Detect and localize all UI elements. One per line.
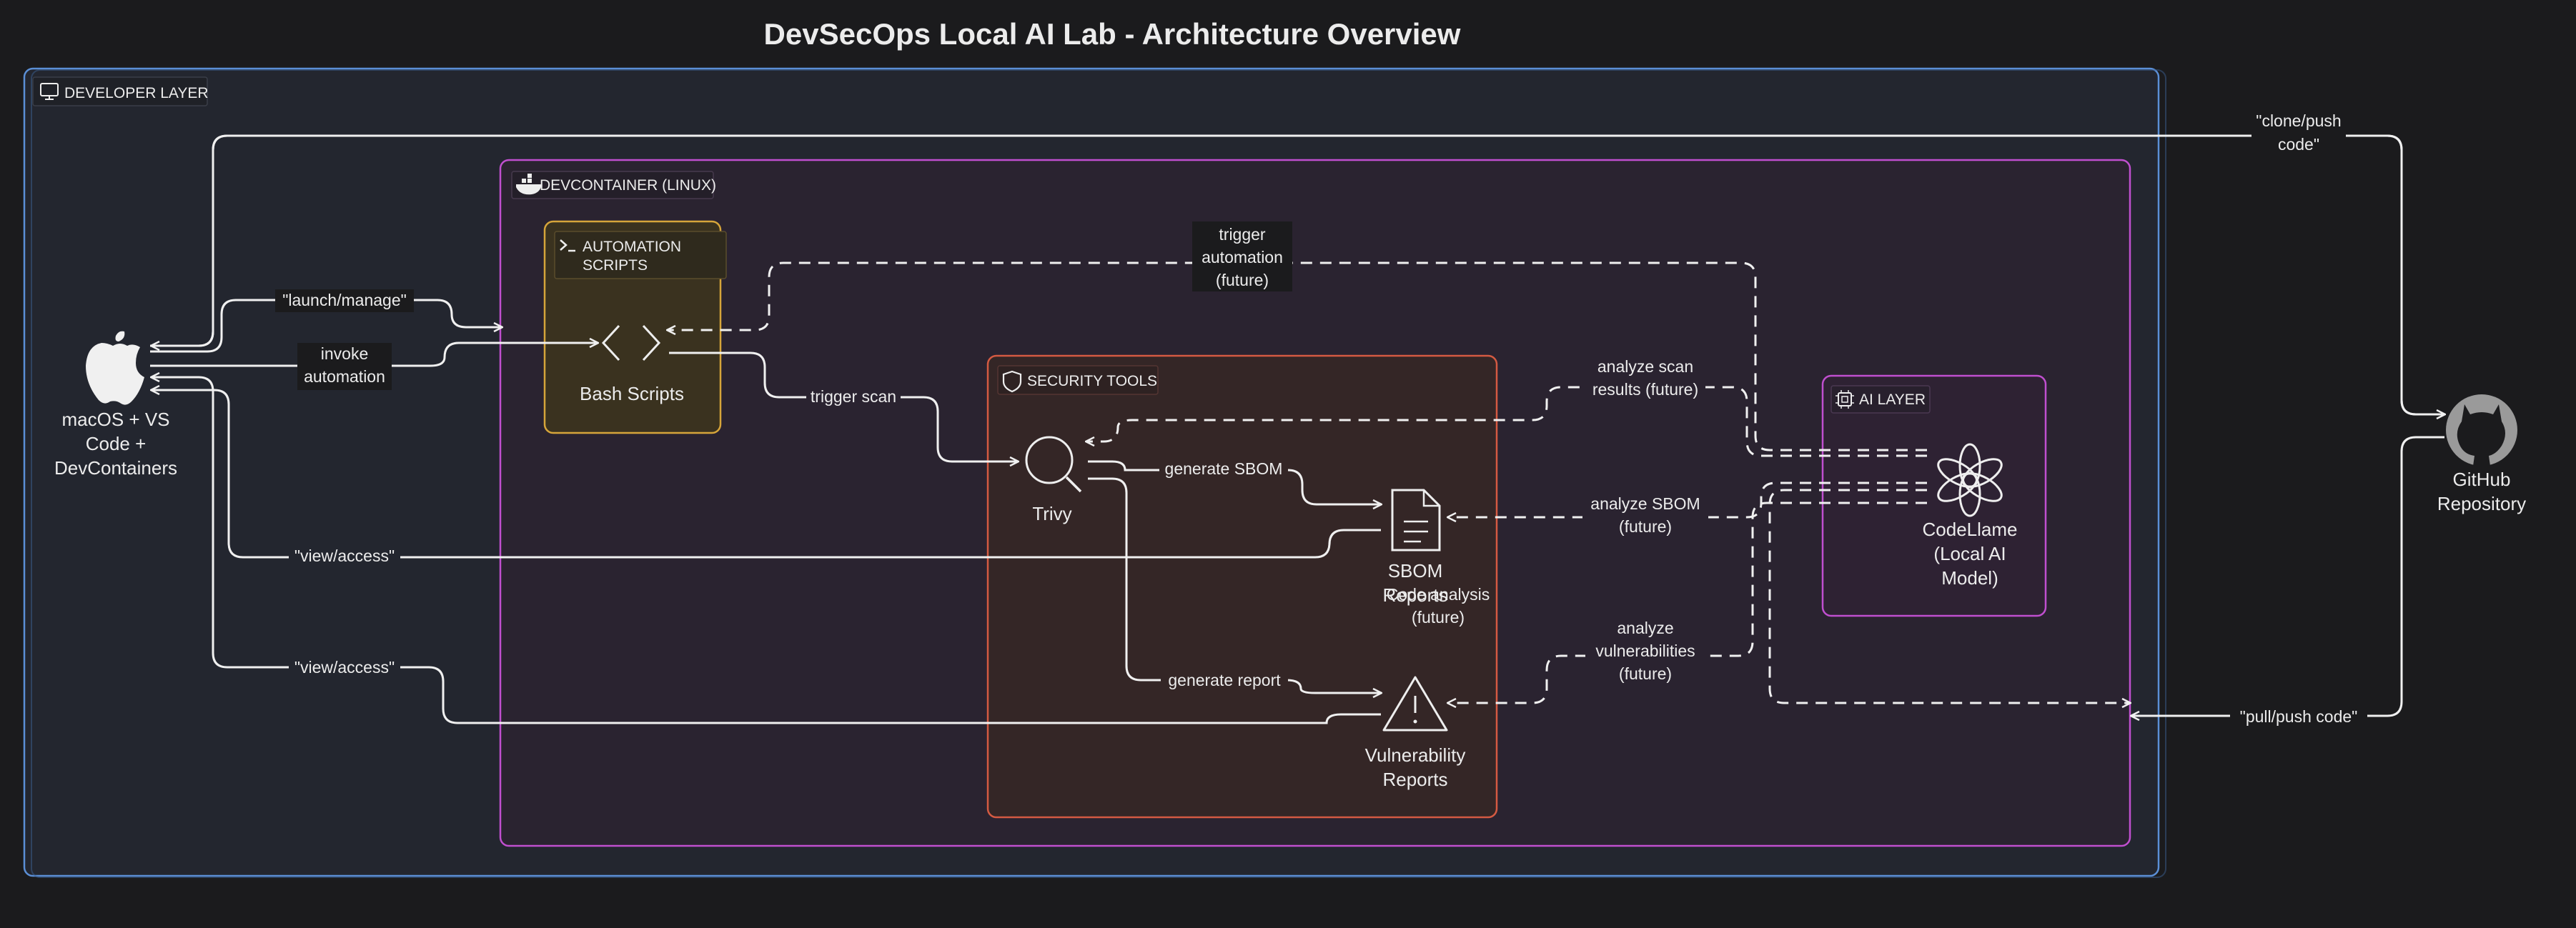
edge-label-code-analysis: Code analysis bbox=[1387, 585, 1490, 604]
automation-scripts-group: AUTOMATION SCRIPTS bbox=[543, 220, 727, 434]
edge-label-analyze-scan: analyze scan bbox=[1597, 357, 1693, 376]
edge-label-analyze-vuln: analyze bbox=[1617, 619, 1673, 637]
edge-view-access-1 bbox=[152, 390, 1381, 559]
node-github[interactable]: GitHub Repository bbox=[2437, 394, 2526, 514]
edge-clone-push-back bbox=[152, 134, 2417, 416]
node-macos-label: macOS + VS bbox=[62, 409, 170, 430]
edge-label-pull-push: "pull/push code" bbox=[2240, 707, 2358, 726]
monitor-icon bbox=[40, 83, 59, 100]
edge-launch-manage bbox=[150, 299, 502, 353]
node-codellama-label-2: (Local AI bbox=[1933, 543, 2006, 564]
edge-label-generate-report: generate report bbox=[1168, 671, 1281, 689]
cpu-icon bbox=[1836, 390, 1854, 409]
node-trivy[interactable]: Trivy bbox=[1025, 436, 1082, 524]
apple-icon bbox=[86, 331, 144, 405]
node-github-label: GitHub bbox=[2453, 469, 2511, 490]
edge-labels: "clone/push code" "launch/manage" invoke… bbox=[275, 109, 2367, 729]
node-github-label-2: Repository bbox=[2437, 493, 2526, 514]
node-macos-label-3: DevContainers bbox=[54, 457, 177, 479]
warning-triangle-icon bbox=[1382, 676, 1448, 732]
edge-label-analyze-vuln-2: vulnerabilities bbox=[1595, 642, 1695, 660]
edge-label-trigger-automation-2: automation bbox=[1202, 248, 1283, 266]
node-vuln-label: Vulnerability bbox=[1365, 744, 1466, 766]
node-trivy-label: Trivy bbox=[1032, 503, 1071, 524]
node-sbom-reports[interactable]: SBOM Reports bbox=[1382, 489, 1448, 606]
automation-label: AUTOMATION bbox=[583, 239, 681, 255]
edge-label-view-access-2: "view/access" bbox=[294, 658, 395, 677]
edge-analyze-scan bbox=[1086, 386, 1927, 457]
node-bash-scripts[interactable]: Bash Scripts bbox=[580, 324, 684, 404]
node-codellama-label-3: Model) bbox=[1941, 567, 1998, 589]
edge-label-trigger-automation: trigger bbox=[1219, 225, 1266, 244]
node-macos[interactable]: macOS + VS Code + DevContainers bbox=[54, 331, 177, 479]
github-octocat-icon bbox=[2446, 394, 2517, 466]
edge-generate-report bbox=[1088, 477, 1381, 693]
edge-label-trigger-scan: trigger scan bbox=[811, 387, 896, 406]
ai-layer-label: AI LAYER bbox=[1859, 391, 1926, 408]
terminal-icon bbox=[560, 239, 575, 252]
document-icon bbox=[1391, 489, 1441, 552]
docker-icon bbox=[516, 174, 542, 195]
magnifier-icon bbox=[1025, 436, 1082, 493]
node-codellama[interactable]: CodeLlame (Local AI Model) bbox=[1923, 443, 2018, 589]
edge-pull-push bbox=[2131, 436, 2444, 716]
node-codellama-label: CodeLlame bbox=[1923, 519, 2018, 540]
edge-label-analyze-sbom: analyze SBOM bbox=[1590, 494, 1700, 513]
edge-generate-sbom bbox=[1088, 460, 1381, 504]
code-brackets-icon bbox=[601, 324, 661, 361]
security-tools-label: SECURITY TOOLS bbox=[1027, 373, 1157, 389]
node-macos-label-2: Code + bbox=[86, 433, 147, 454]
edge-label-analyze-sbom-2: (future) bbox=[1619, 517, 1672, 536]
edge-label-clone-push-2: code" bbox=[2278, 135, 2319, 154]
edge-label-trigger-automation-3: (future) bbox=[1216, 271, 1269, 289]
shield-icon bbox=[1002, 370, 1022, 393]
node-sbom-label: SBOM bbox=[1388, 560, 1443, 582]
edge-code-analysis bbox=[1768, 489, 2130, 703]
developer-layer-label: DEVELOPER LAYER bbox=[64, 85, 209, 101]
edge-label-view-access-1: "view/access" bbox=[294, 547, 395, 565]
edge-label-invoke: invoke bbox=[321, 344, 368, 363]
edge-label-launch-manage: "launch/manage" bbox=[282, 291, 407, 309]
diagram-title: DevSecOps Local AI Lab - Architecture Ov… bbox=[764, 17, 1461, 51]
ai-layer-group: AI LAYER bbox=[1821, 374, 2047, 617]
edge-label-analyze-vuln-3: (future) bbox=[1619, 664, 1672, 683]
node-vuln-label-2: Reports bbox=[1382, 769, 1447, 790]
edge-label-invoke-2: automation bbox=[304, 367, 385, 386]
edge-label-clone-push: "clone/push bbox=[2256, 111, 2341, 130]
edge-view-access-2 bbox=[152, 377, 1381, 724]
edge-label-generate-sbom: generate SBOM bbox=[1165, 459, 1283, 478]
edge-invoke-automation bbox=[150, 343, 598, 367]
edge-label-code-analysis-2: (future) bbox=[1412, 608, 1465, 627]
node-vulnerability-reports[interactable]: Vulnerability Reports bbox=[1365, 676, 1466, 790]
node-bash-label: Bash Scripts bbox=[580, 383, 684, 404]
automation-label-2: SCRIPTS bbox=[583, 257, 648, 274]
openai-knot-icon bbox=[1937, 443, 2003, 517]
node-sbom-label-2: Reports bbox=[1382, 584, 1447, 606]
edge-label-analyze-scan-2: results (future) bbox=[1592, 380, 1698, 399]
security-tools-group: SECURITY TOOLS bbox=[986, 354, 1498, 819]
edge-analyze-vuln bbox=[1448, 502, 1927, 703]
devcontainer-label: DEVCONTAINER (LINUX) bbox=[540, 177, 716, 194]
